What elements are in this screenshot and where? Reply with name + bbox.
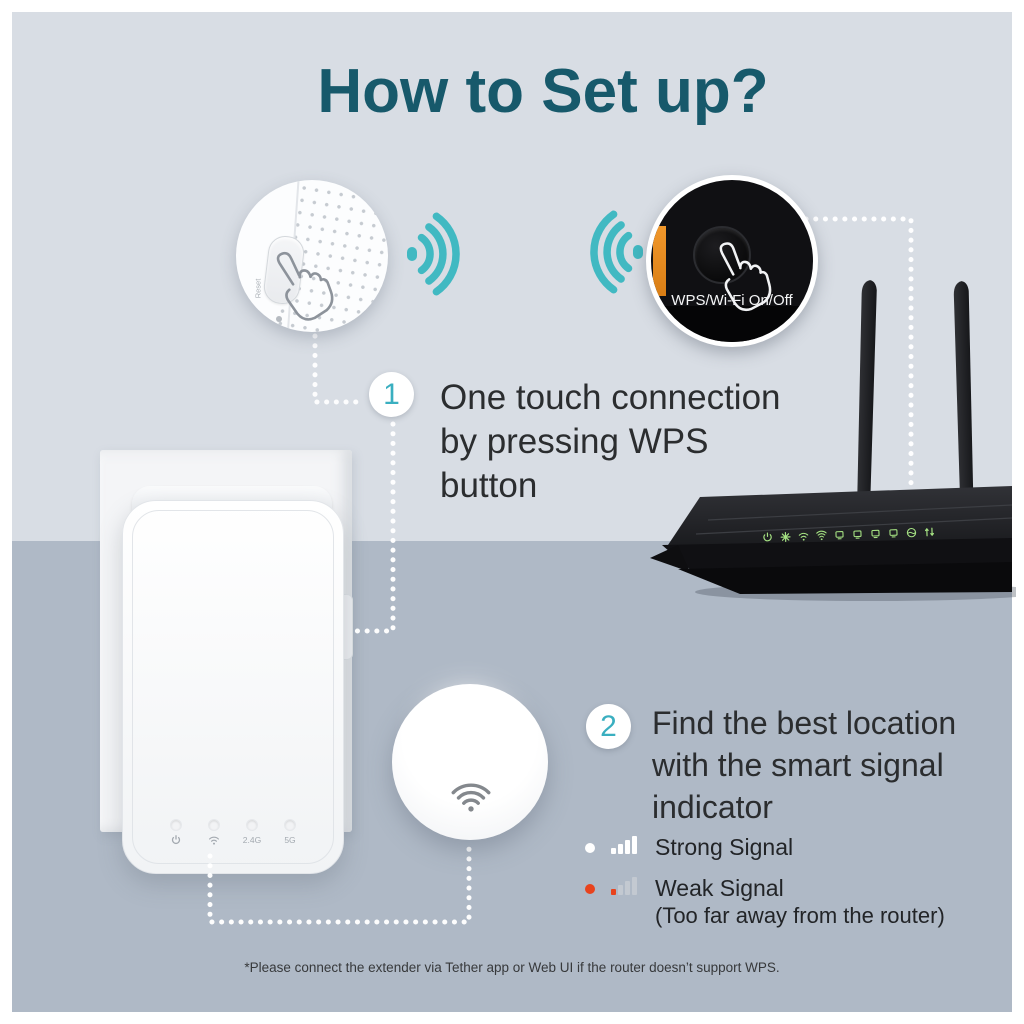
5g-led [284,819,296,831]
power-led [170,819,182,831]
5g-label: 5G [284,835,296,845]
step1-line2: by pressing WPS [440,422,709,461]
extender-wps-closeup: Reset [236,180,388,332]
router-top-deck [668,486,1012,549]
step1-line3: button [440,466,538,505]
step1-line1: One touch connection [440,378,781,417]
wps-icon [924,527,934,536]
wifi-icon [451,783,491,812]
lan2-icon [853,529,862,539]
wifi-waves-left-icon [590,210,643,294]
router-closeup-bottom-panel [651,306,813,342]
smart-signal-indicator [392,684,548,840]
step2-number: 2 [600,709,617,743]
step2-number-badge: 2 [586,704,631,749]
led-wifi [206,819,222,845]
led-power [168,819,184,845]
2-4g-label: 2.4G [242,835,262,845]
step1-text: One touch connection by pressing WPS but… [440,376,781,508]
lan1-icon [835,530,844,539]
lan4-icon [889,528,898,538]
2-4g-led [246,819,258,831]
power-icon [763,531,772,541]
router-device [650,280,1016,601]
step2-line2: with the smart signal [652,747,944,783]
weak-signal-note: (Too far away from the router) [655,903,945,928]
lan3-icon [871,529,880,538]
system-icon [780,531,791,542]
wifi-2g-icon [798,532,809,541]
signal-led-glow [442,708,494,750]
weak-signal-label: Weak Signal [655,875,784,901]
wifi-led [208,819,220,831]
reset-hole [276,316,282,322]
hand-press-icon [719,242,772,312]
strong-signal-bars-icon [611,836,637,854]
router-wps-closeup: WPS/Wi-Fi On/Off [646,175,818,347]
router-nose [650,545,690,572]
extender-face-outline [132,510,334,864]
internet-icon [906,527,917,537]
wifi-waves-right-icon [407,212,460,296]
extender-device: tp-link [122,500,344,874]
step2-line1: Find the best location [652,705,957,741]
footnote: *Please connect the extender via Tether … [244,960,780,975]
router-antenna-left [857,280,877,511]
router-orange-accent [653,226,666,296]
wifi-5g-icon [816,530,827,540]
wifi-icon [209,836,219,845]
led-2g: 2.4G [242,819,262,845]
step1-number-badge: 1 [369,372,414,417]
strong-signal-dot [585,843,595,853]
led-5g: 5G [282,819,298,845]
reset-label: Reset [253,278,263,299]
hand-press-icon [276,251,334,321]
step2-text: Find the best location with the smart si… [652,702,956,828]
step1-number: 1 [383,377,400,411]
router-led-row [762,524,954,545]
strong-signal-label: Strong Signal [655,834,794,860]
step2-line3: indicator [652,789,773,825]
router-antenna-right [953,281,974,531]
power-icon [171,835,181,845]
extender-led-row: 2.4G 5G [123,819,343,845]
weak-signal-dot [585,884,595,894]
weak-signal-bars-icon [611,877,637,895]
wps-wifi-onoff-label: WPS/Wi-Fi On/Off [671,292,793,309]
page-title: How to Set up? [317,57,769,126]
router-base [678,562,1012,594]
